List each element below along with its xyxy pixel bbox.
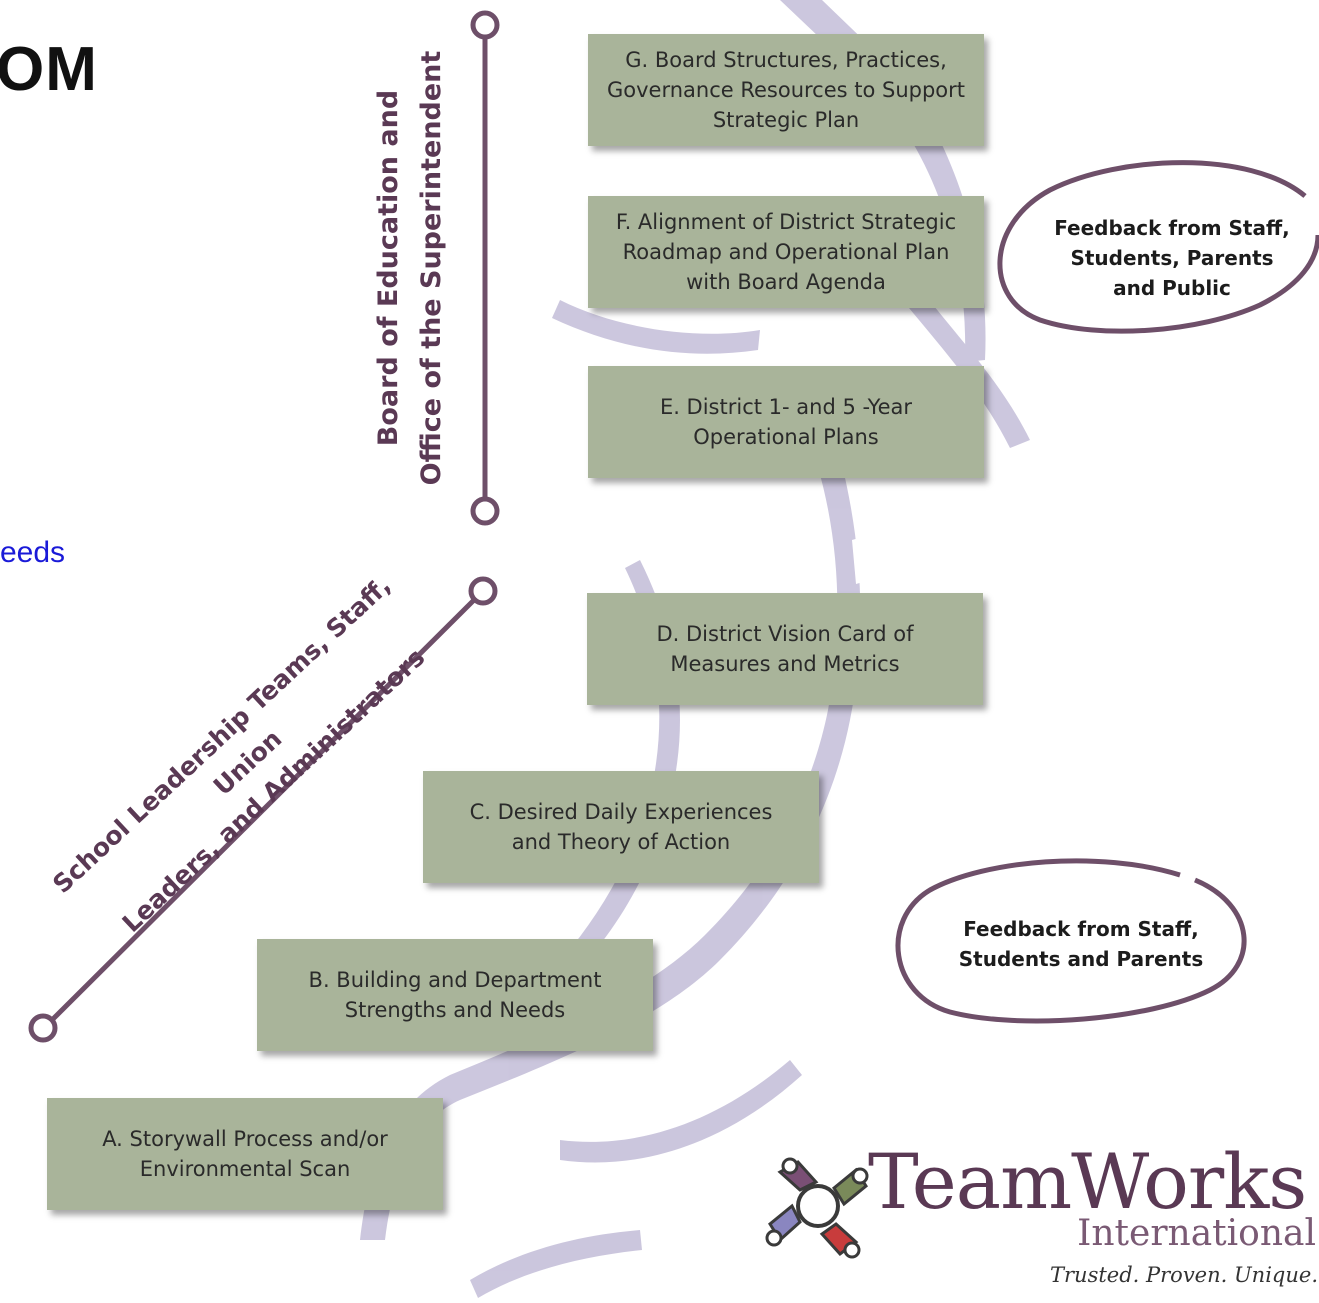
pathway-decoration (360, 0, 1030, 1298)
step-d-box: D. District Vision Card of Measures and … (587, 593, 983, 705)
step-b-box: B. Building and Department Strengths and… (257, 939, 653, 1051)
feedback-public-label: Feedback from Staff, Students, Parents a… (1054, 216, 1290, 300)
step-f-box: F. Alignment of District Strategic Roadm… (588, 196, 984, 308)
cropped-link[interactable]: eeds (0, 536, 66, 569)
logo-name: TeamWorks (868, 1137, 1307, 1226)
logo-subtitle: International (1077, 1213, 1316, 1254)
feedback-ellipse-bottom (895, 858, 1247, 1024)
board-group-label: Board of Education and Office of the Sup… (373, 50, 447, 486)
board-group-line (470, 10, 500, 526)
step-e-box: E. District 1- and 5 -Year Operational P… (588, 366, 984, 478)
step-g-box: G. Board Structures, Practices, Governan… (588, 34, 984, 146)
feedback-ellipse-top (997, 160, 1319, 334)
logo-tagline: Trusted. Proven. Unique. (1050, 1263, 1318, 1287)
step-a-box: A. Storywall Process and/or Environmenta… (47, 1098, 443, 1210)
teamworks-logo-icon (765, 1157, 869, 1259)
step-c-box: C. Desired Daily Experiences and Theory … (423, 771, 819, 883)
feedback-parents-label: Feedback from Staff, Students and Parent… (958, 917, 1204, 971)
cropped-heading: OM (0, 35, 98, 104)
school-group-line (28, 576, 498, 1043)
